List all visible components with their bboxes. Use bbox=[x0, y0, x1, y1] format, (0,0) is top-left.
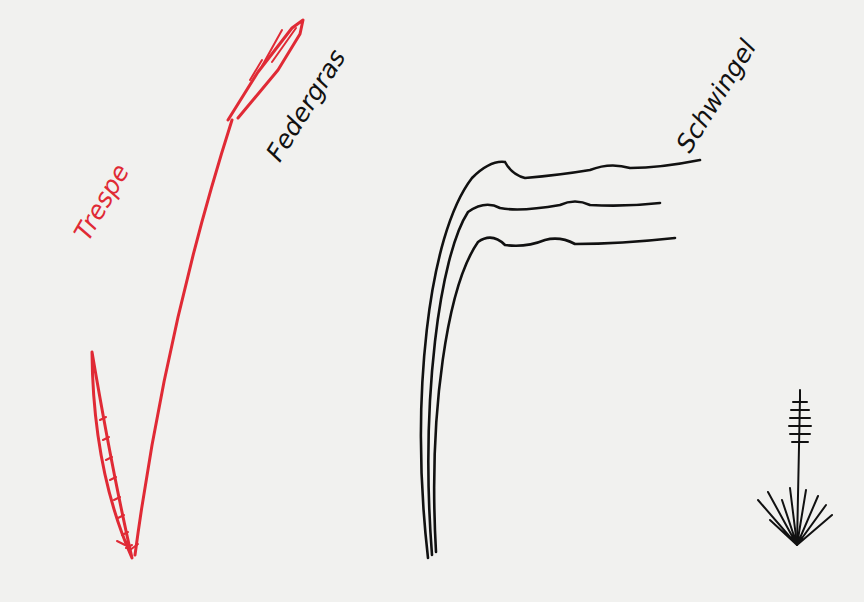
fescue-panicle bbox=[789, 390, 811, 442]
plant-name: Trespe bbox=[70, 160, 133, 245]
brome-leaf bbox=[92, 352, 132, 558]
feather-grass-sketch bbox=[421, 160, 700, 558]
fescue-stem bbox=[797, 398, 800, 545]
fescue-sketch bbox=[758, 390, 832, 545]
plant-name: Schwingel bbox=[672, 35, 760, 156]
brome-stem bbox=[135, 120, 232, 555]
feather-grass-awn bbox=[421, 160, 700, 558]
fescue-leaves bbox=[758, 488, 832, 545]
brome-sketch bbox=[92, 20, 303, 558]
feather-grass-awn bbox=[428, 202, 660, 556]
plant-name: Federgras bbox=[262, 45, 350, 165]
brome-leaf-hairs bbox=[100, 417, 132, 548]
feather-grass-awn bbox=[434, 238, 675, 552]
brome-base bbox=[117, 541, 138, 550]
brome-spikelet-lines bbox=[250, 28, 296, 80]
